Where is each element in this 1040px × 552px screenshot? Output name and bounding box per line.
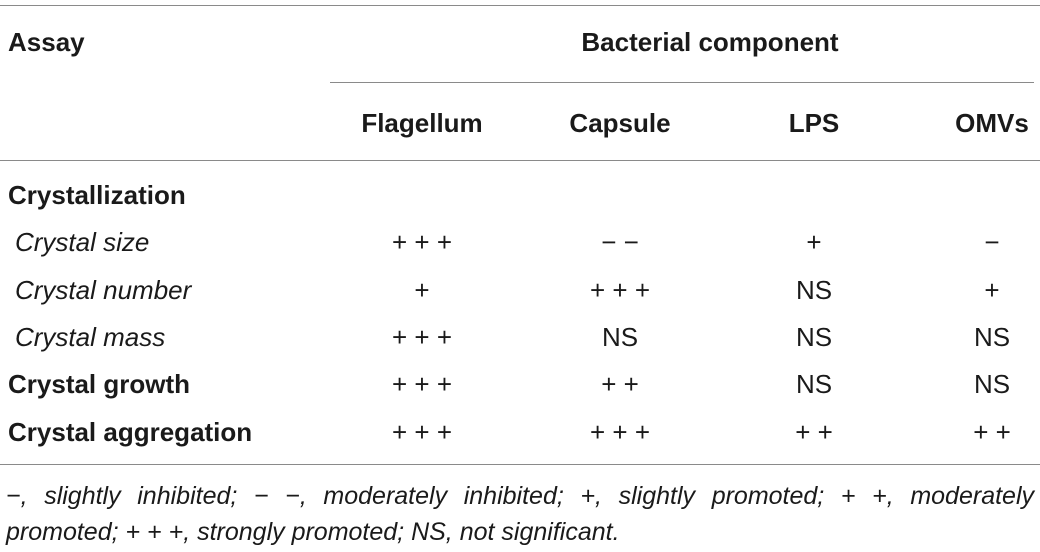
row-label-crystal-aggregation: Crystal aggregation	[8, 417, 253, 447]
cell-growth-lps: NS	[795, 369, 833, 399]
cell-number-lps: NS	[795, 275, 833, 305]
cell-size-lps: +	[806, 227, 822, 257]
row-label-crystal-number: Crystal number	[15, 275, 192, 305]
cell-growth-capsule: + +	[601, 369, 639, 399]
bottom-rule	[0, 464, 1040, 465]
header-rule	[0, 160, 1040, 161]
column-header-omvs: OMVs	[955, 108, 1029, 138]
row-label-crystallization: Crystallization	[8, 180, 186, 210]
cell-aggregation-omvs: + +	[973, 417, 1011, 447]
cell-mass-flagellum: + + +	[392, 322, 452, 352]
cell-aggregation-lps: + +	[795, 417, 833, 447]
group-header: Bacterial component	[581, 27, 839, 57]
row-label-crystal-size: Crystal size	[15, 227, 150, 257]
column-header-lps: LPS	[788, 108, 840, 138]
cell-growth-omvs: NS	[973, 369, 1011, 399]
row-label-crystal-mass: Crystal mass	[15, 322, 166, 352]
cell-mass-lps: NS	[795, 322, 833, 352]
column-header-capsule: Capsule	[569, 108, 671, 138]
cell-mass-capsule: NS	[601, 322, 639, 352]
cell-aggregation-flagellum: + + +	[392, 417, 452, 447]
cell-aggregation-capsule: + + +	[590, 417, 650, 447]
cell-size-omvs: −	[984, 227, 1000, 257]
column-header-flagellum: Flagellum	[361, 108, 483, 138]
assay-header: Assay	[8, 27, 85, 57]
table-footnote: −, slightly inhibited; − −, moderately i…	[6, 482, 1034, 546]
cell-number-flagellum: +	[414, 275, 430, 305]
group-rule	[330, 82, 1034, 83]
cell-size-capsule: − −	[601, 227, 639, 257]
cell-number-omvs: +	[984, 275, 1000, 305]
cell-growth-flagellum: + + +	[392, 369, 452, 399]
cell-size-flagellum: + + +	[392, 227, 452, 257]
row-label-crystal-growth: Crystal growth	[8, 369, 191, 399]
top-rule	[0, 5, 1040, 6]
cell-mass-omvs: NS	[973, 322, 1011, 352]
cell-number-capsule: + + +	[590, 275, 650, 305]
